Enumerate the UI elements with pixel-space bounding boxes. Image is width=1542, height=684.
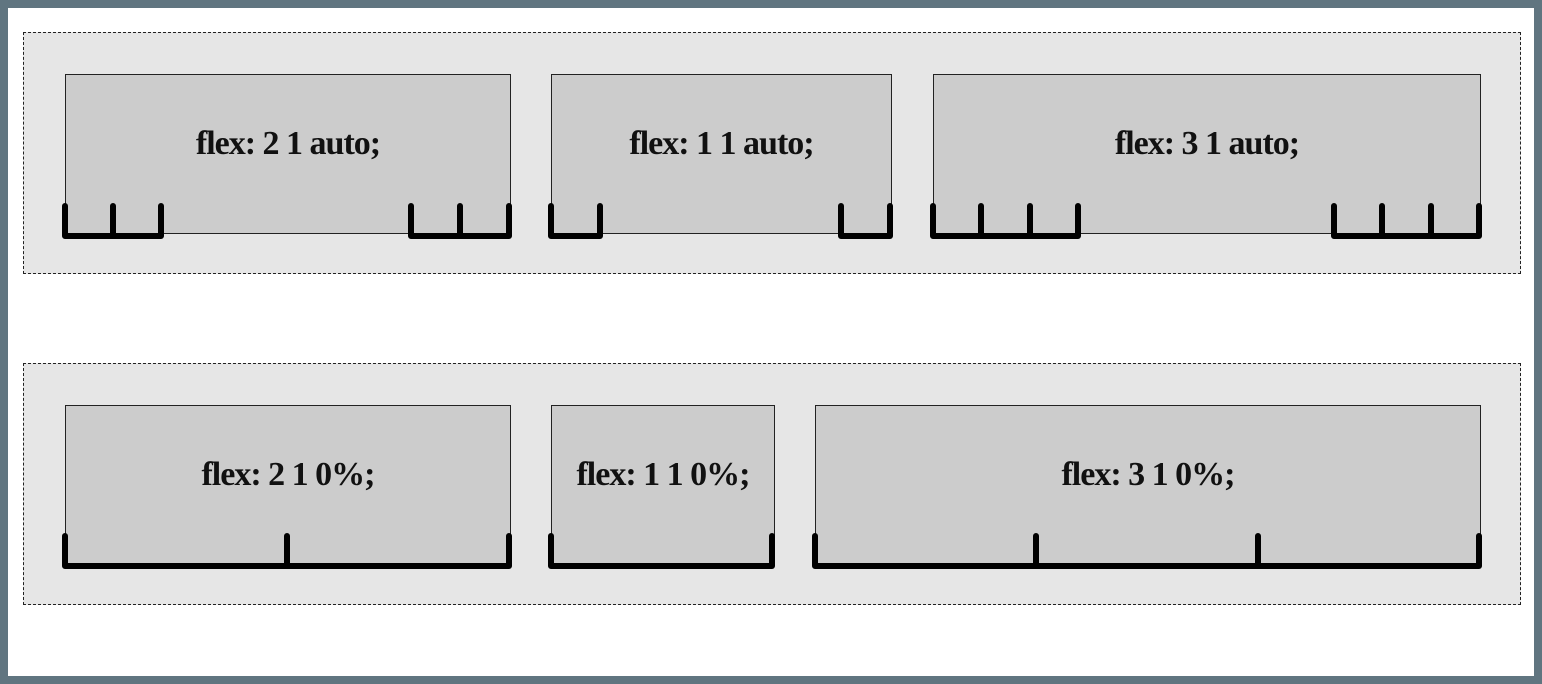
page-frame: flex: 2 1 auto; flex: 1 1 auto; flex: 3 … [8,8,1534,676]
flex-item-label: flex: 3 1 auto; [1114,125,1300,162]
flex-item-label: flex: 3 1 0%; [1061,456,1235,493]
grow-bracket-right-item1 [408,203,512,239]
flex-item-3-1-auto: flex: 3 1 auto; [933,74,1481,234]
flex-item-label: flex: 1 1 auto; [629,125,814,162]
flex-item-1-1-0: flex: 1 1 0%; [551,405,775,565]
flex-item-label: flex: 1 1 0%; [576,456,750,493]
grow-bracket-left-item3 [930,203,1081,239]
grow-bracket-right-item3 [1331,203,1482,239]
flex-item-2-1-auto: flex: 2 1 auto; [65,74,511,234]
grow-bracket-left-item2 [548,203,603,239]
flex-container-auto: flex: 2 1 auto; flex: 1 1 auto; flex: 3 … [23,32,1521,274]
flex-item-label: flex: 2 1 0%; [201,456,375,493]
flex-item-label: flex: 2 1 auto; [195,125,381,162]
grow-bracket-right-item2 [838,203,893,239]
flex-item-3-1-0: flex: 3 1 0%; [815,405,1481,565]
grow-bracket-left-item1 [62,203,164,239]
grow-bracket-item1 [62,533,512,569]
grow-bracket-item3 [812,533,1482,569]
flex-container-zero-basis: flex: 2 1 0%; flex: 1 1 0%; flex: 3 1 0%… [23,363,1521,605]
grow-bracket-item2 [548,533,775,569]
flex-item-1-1-auto: flex: 1 1 auto; [551,74,892,234]
